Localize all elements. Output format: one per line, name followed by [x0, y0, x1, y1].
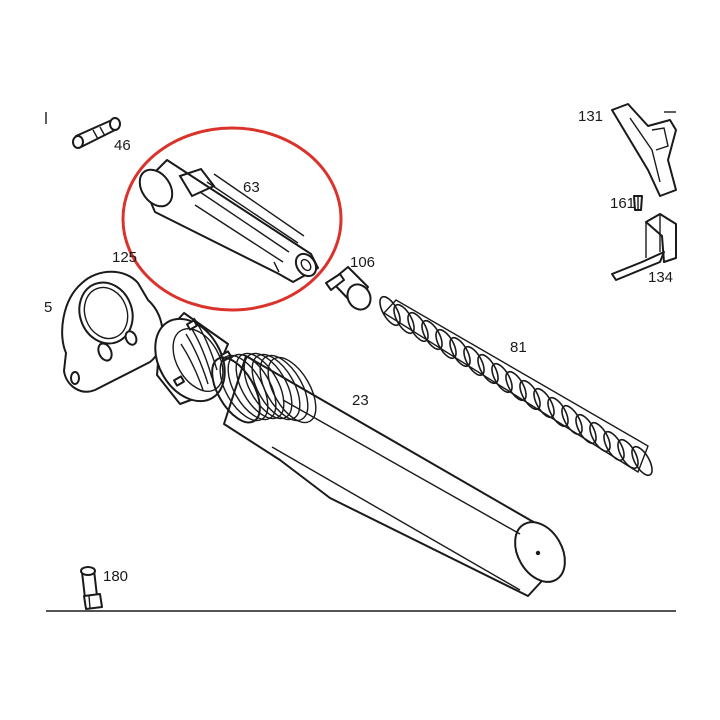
part-125-end-plate[interactable] — [61, 270, 164, 393]
tube-threads — [211, 352, 317, 424]
label-81: 81 — [510, 339, 527, 356]
label-5: 5 — [44, 299, 52, 316]
part-23-buffer-tube[interactable] — [202, 346, 575, 597]
part-63-buffer[interactable] — [133, 159, 320, 283]
part-46-pin[interactable] — [72, 117, 121, 149]
part-161-screw[interactable] — [633, 195, 643, 211]
part-81-spring[interactable] — [376, 294, 656, 479]
label-63: 63 — [243, 179, 260, 196]
part-180-bolt[interactable] — [80, 566, 103, 610]
label-106: 106 — [350, 254, 375, 271]
part-134-lever[interactable] — [611, 213, 677, 281]
label-180: 180 — [103, 568, 128, 585]
label-125: 125 — [112, 249, 137, 266]
highlight-circle — [121, 126, 343, 312]
label-134: 134 — [648, 269, 673, 286]
part-131-latch[interactable] — [611, 103, 677, 197]
label-131: 131 — [578, 108, 603, 125]
part-106-detent[interactable] — [325, 266, 375, 314]
label-161: 161 — [610, 195, 635, 212]
label-46: 46 — [114, 137, 131, 154]
label-23: 23 — [352, 392, 369, 409]
